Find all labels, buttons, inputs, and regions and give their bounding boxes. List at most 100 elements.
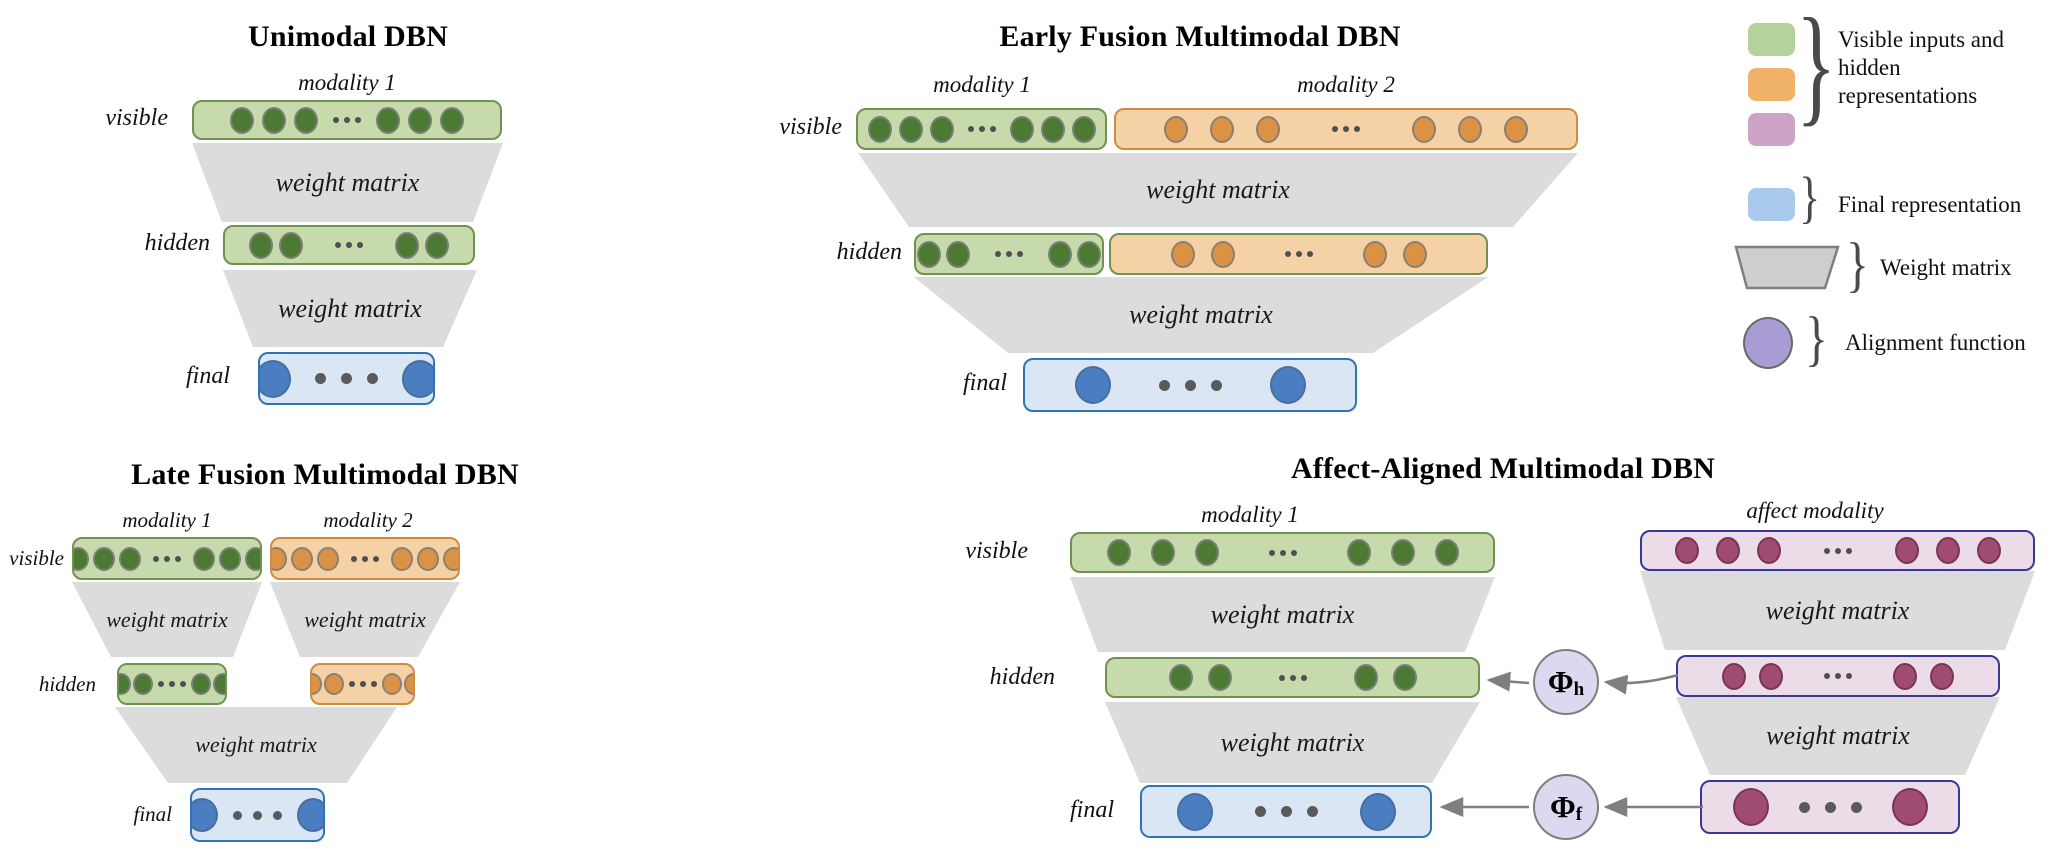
early-fusion-visible-modality1-layer <box>856 108 1107 150</box>
dot-icon <box>1824 673 1830 679</box>
early-fusion-hidden-modality2-layer <box>1109 233 1488 275</box>
brace-icon: } <box>1805 304 1828 374</box>
unit-node-icon <box>230 106 254 134</box>
affect-modality-label: affect modality <box>1746 498 1884 523</box>
ellipsis-dots-icon <box>1254 806 1318 817</box>
unit-node-icon <box>1935 537 1960 564</box>
dot-icon <box>175 555 181 562</box>
dot-icon <box>373 555 379 562</box>
affect-aligned-weight-matrix-affect-2: weight matrix <box>1676 697 2000 775</box>
unit-node-icon <box>1359 792 1396 831</box>
affect-aligned-panel-title: Affect-Aligned Multimodal DBN <box>1290 452 1716 485</box>
unimodal-weight-matrix-1: weight matrix <box>192 143 503 222</box>
unimodal-panel-title: Unimodal DBN <box>248 20 448 53</box>
unit-node-icon <box>1207 664 1232 691</box>
unit-node-icon <box>1176 792 1213 831</box>
unit-node-icon <box>279 231 303 259</box>
weight-matrix-label: weight matrix <box>1210 599 1355 629</box>
legend-swatch-orange <box>1748 68 1795 101</box>
late-fusion-hidden-row-label: hidden <box>38 672 96 696</box>
affect-aligned-hidden-affect-layer <box>1676 655 2000 697</box>
unit-node-icon <box>1976 537 2001 564</box>
dot-icon <box>978 126 985 132</box>
affect-aligned-weight-matrix-m1-1: weight matrix <box>1070 577 1495 652</box>
ellipsis-dots-icon <box>333 117 361 123</box>
dot-icon <box>1846 673 1852 679</box>
unit-node-icon <box>1756 537 1781 564</box>
unit-node-icon <box>1353 664 1378 691</box>
dot-icon <box>1254 806 1266 817</box>
unit-node-icon <box>898 115 923 143</box>
early-fusion-weight-matrix-2: weight matrix <box>914 277 1488 353</box>
dot-icon <box>1295 251 1302 257</box>
affect-aligned-final-affect-layer <box>1700 780 1960 834</box>
early-fusion-hidden-modality1-layer <box>914 233 1104 275</box>
unit-node-icon <box>1722 662 1746 690</box>
late-fusion-panel-title: Late Fusion Multimodal DBN <box>131 458 519 491</box>
dot-icon <box>1845 547 1852 554</box>
ellipsis-dots-icon <box>1158 379 1222 391</box>
ellipsis-dots-icon <box>1798 801 1862 813</box>
unit-node-icon <box>1048 240 1072 268</box>
unit-node-icon <box>1071 115 1096 143</box>
unit-node-icon <box>1040 115 1065 143</box>
legend-final-representation-label: Final representation <box>1838 192 2022 217</box>
unit-node-icon <box>1893 662 1917 690</box>
dot-icon <box>233 810 242 820</box>
affect-aligned-visible-modality1-layer <box>1070 532 1495 573</box>
unit-node-icon <box>1077 240 1101 268</box>
unit-node-icon <box>1074 366 1111 404</box>
early-fusion-weight-matrix-1: weight matrix <box>858 153 1578 227</box>
late-fusion-weight-matrix-m1: weight matrix <box>72 582 262 657</box>
affect-aligned-hidden-row-label: hidden <box>989 664 1055 690</box>
unit-node-icon <box>119 673 131 695</box>
late-fusion-visible-modality1-layer <box>72 537 262 580</box>
dot-icon <box>1290 549 1297 556</box>
ellipsis-dots-icon <box>351 555 379 562</box>
late-fusion-final-layer <box>190 788 325 842</box>
ellipsis-dots-icon <box>315 373 378 384</box>
late-fusion-visible-row-label: visible <box>9 546 64 570</box>
brace-icon: } <box>1796 0 1837 139</box>
unit-node-icon <box>74 546 89 571</box>
unit-node-icon <box>1434 539 1459 566</box>
weight-matrix-label: weight matrix <box>1765 595 1910 625</box>
unimodal-hidden-row-label: hidden <box>144 230 210 256</box>
affect-aligned-final-layer <box>1140 785 1432 838</box>
weight-matrix-label: weight matrix <box>278 293 422 323</box>
dot-icon <box>1184 379 1196 391</box>
unit-node-icon <box>1346 539 1371 566</box>
unit-node-icon <box>946 240 970 268</box>
unit-node-icon <box>391 546 413 571</box>
unit-node-icon <box>1168 664 1193 691</box>
unit-node-icon <box>440 106 464 134</box>
unit-node-icon <box>1210 240 1235 268</box>
arrow-affect-hidden-to-phi-h <box>1603 673 1679 695</box>
dot-icon <box>967 126 974 132</box>
ellipsis-dots-icon <box>348 681 377 687</box>
ellipsis-dots-icon <box>1268 549 1297 556</box>
legend-alignment-function-label: Alignment function <box>1845 330 2026 355</box>
affect-aligned-visible-row-label: visible <box>965 538 1028 564</box>
weight-matrix-label: weight matrix <box>1766 721 1910 750</box>
phi-symbol: Φ <box>1547 664 1574 699</box>
dot-icon <box>344 117 350 123</box>
arrow-phi-h-to-hidden <box>1486 671 1530 692</box>
weight-matrix-label: weight matrix <box>195 732 317 757</box>
dot-icon <box>1823 547 1830 554</box>
dot-icon <box>362 555 368 562</box>
unit-node-icon <box>245 546 260 571</box>
late-fusion-modality2-label: modality 2 <box>323 508 413 532</box>
unit-node-icon <box>1170 240 1195 268</box>
dot-icon <box>1343 126 1349 132</box>
unit-node-icon <box>291 546 313 571</box>
late-fusion-final-row-label: final <box>133 802 172 826</box>
legend-alignment-circle <box>1743 317 1793 369</box>
unimodal-modality1-label: modality 1 <box>298 70 396 95</box>
unimodal-final-row-label: final <box>185 363 230 389</box>
dot-icon <box>1834 547 1841 554</box>
dot-icon <box>367 373 378 384</box>
weight-matrix-label: weight matrix <box>304 606 426 632</box>
late-fusion-visible-modality2-layer <box>270 537 460 580</box>
unit-node-icon <box>1106 539 1131 566</box>
